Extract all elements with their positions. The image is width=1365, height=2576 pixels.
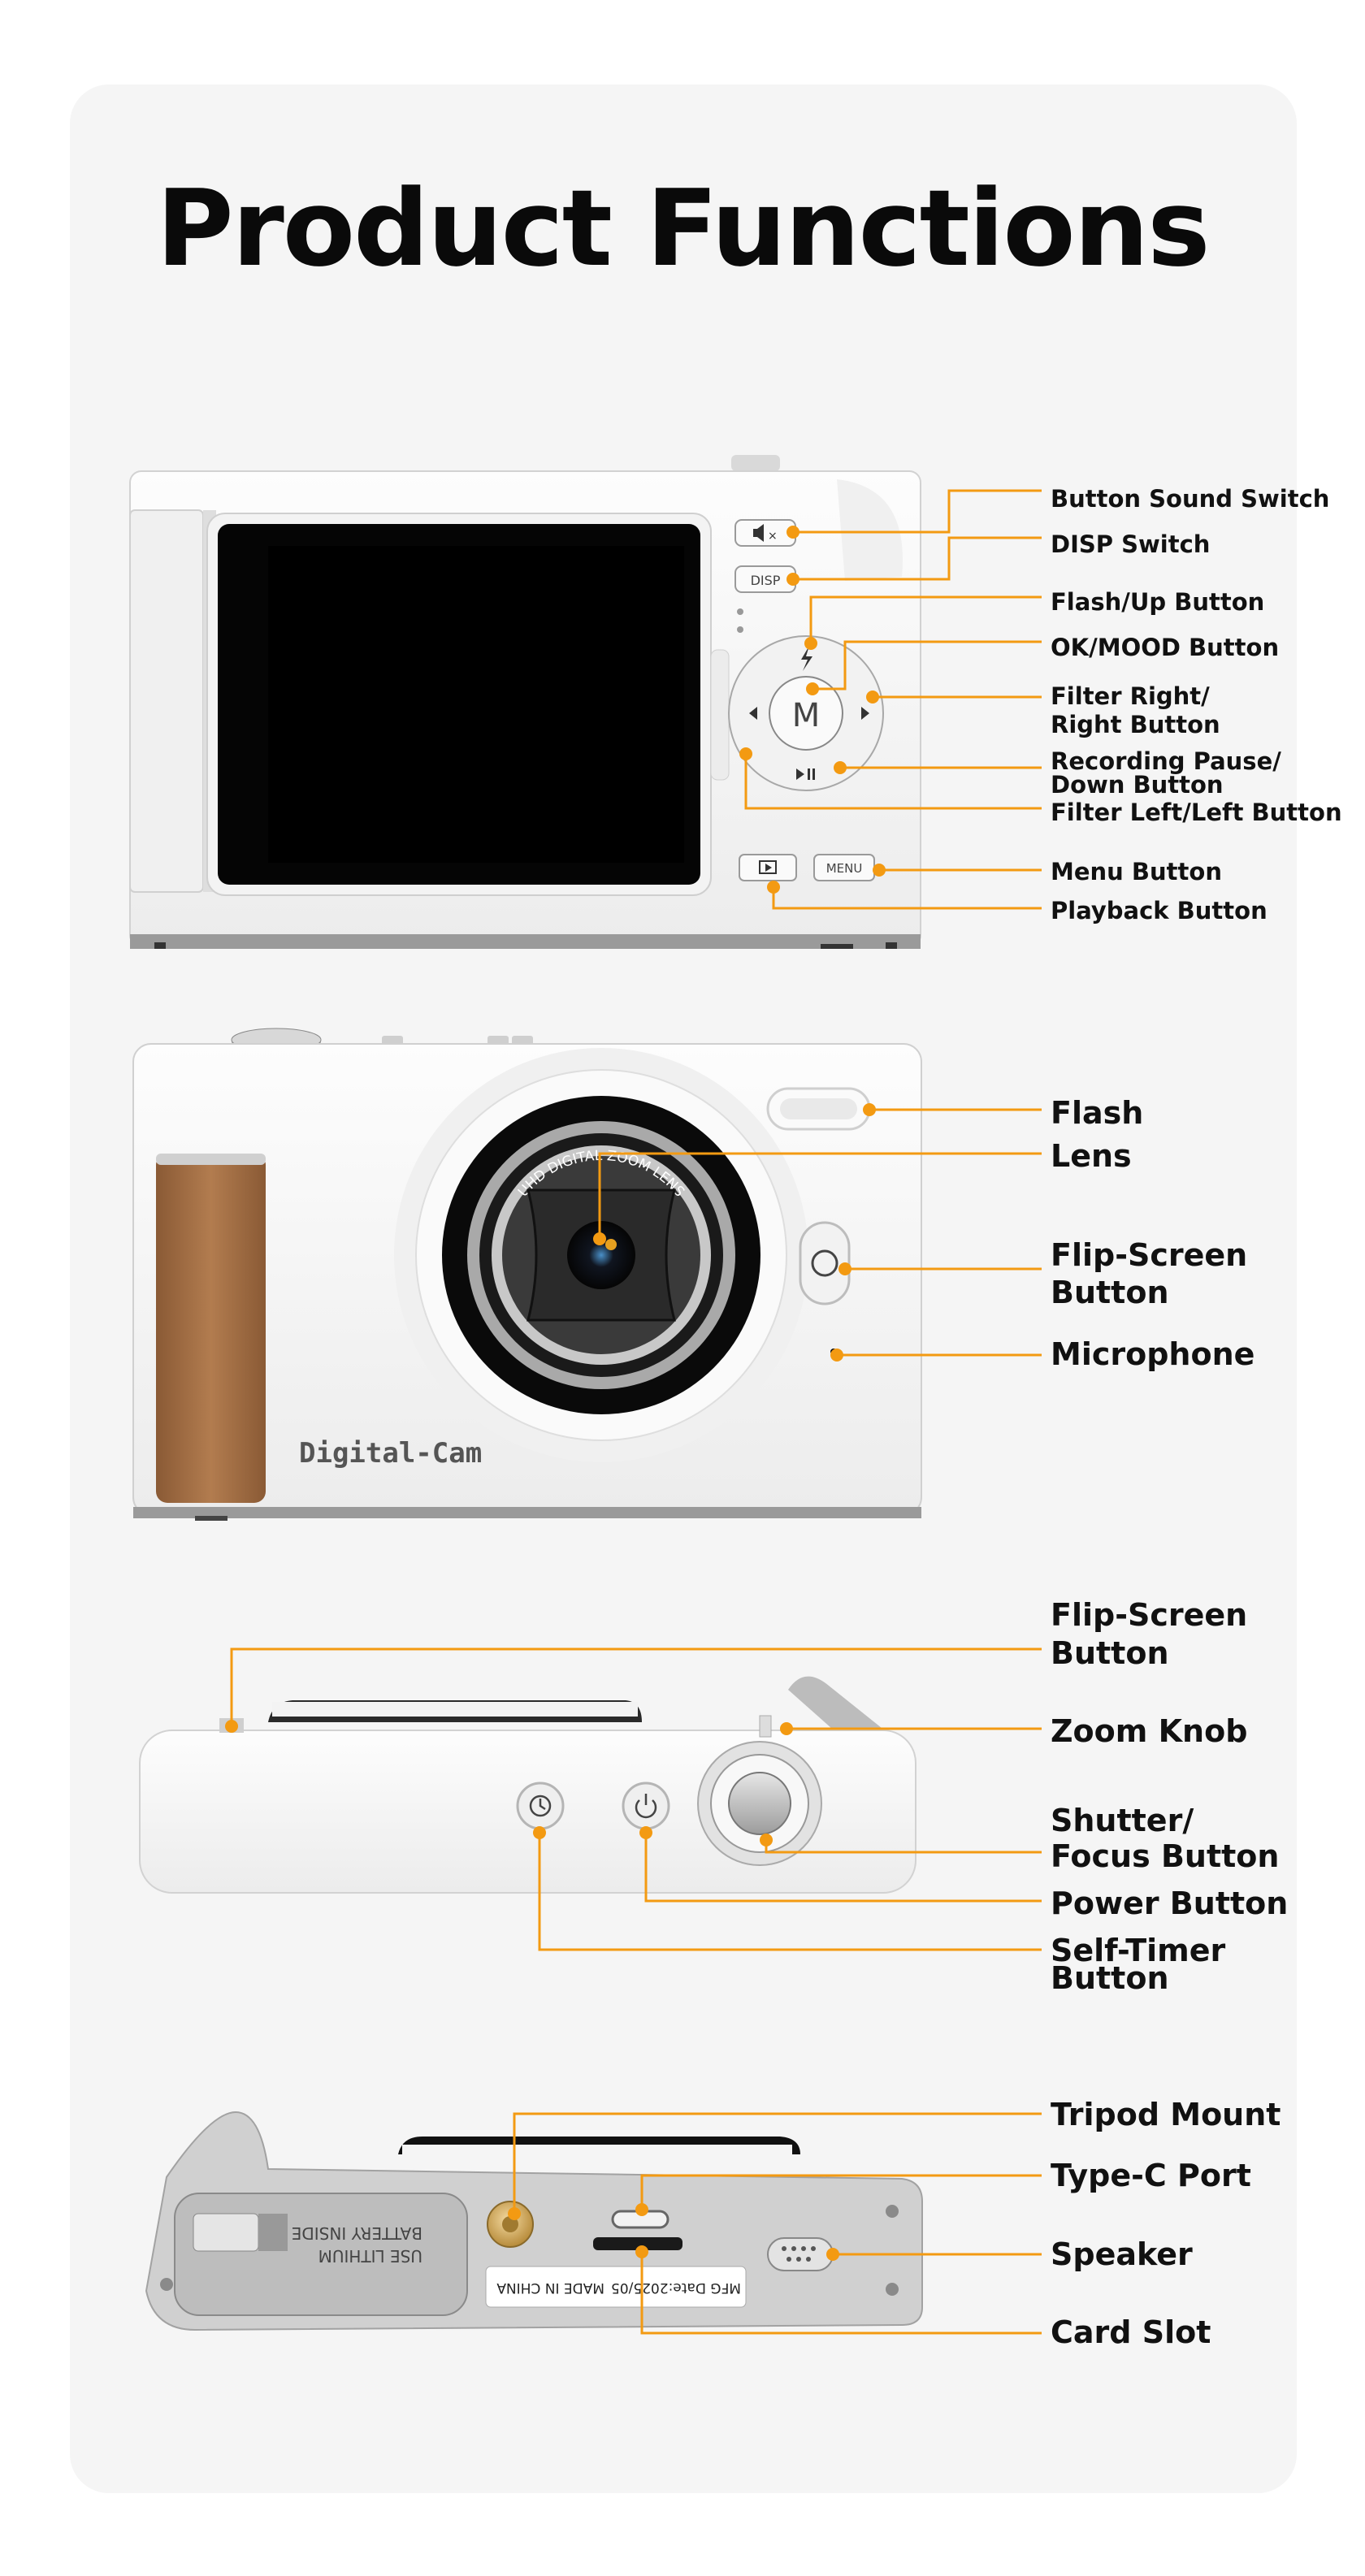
callout-dots (225, 526, 886, 2261)
label-card-slot: Card Slot (1051, 2314, 1211, 2350)
m-button-text: M (792, 697, 821, 734)
speaker-grille-icon (782, 2246, 816, 2262)
menu-button-text: MENU (826, 861, 863, 876)
label-recording-pause-line1: Recording Pause/ (1051, 747, 1281, 775)
label-filter-right-line1: Filter Right/ (1051, 682, 1210, 710)
camera-back-view: × DISP M MENU (129, 455, 921, 949)
svg-text:×: × (768, 530, 778, 543)
right-arrow-icon (861, 707, 869, 720)
self-timer-icon (529, 1795, 552, 1817)
battery-text-1: BATTERY INSIDE (292, 2223, 422, 2243)
page-title: Product Functions (156, 167, 1210, 290)
label-flash: Flash (1051, 1095, 1144, 1131)
label-recording-pause-line2: Down Button (1051, 771, 1224, 799)
label-menu-button: Menu Button (1051, 858, 1222, 885)
label-type-c-port: Type-C Port (1051, 2158, 1251, 2193)
label-speaker: Speaker (1051, 2236, 1193, 2272)
label-shutter-line1: Shutter/ (1051, 1803, 1194, 1838)
disp-button-text: DISP (751, 573, 781, 588)
label-lens: Lens (1051, 1138, 1132, 1174)
label-zoom-knob: Zoom Knob (1051, 1713, 1248, 1749)
label-top-flip-screen-line2: Button (1051, 1635, 1169, 1671)
label-self-timer-line2: Button (1051, 1960, 1169, 1996)
label-disp-switch: DISP Switch (1051, 530, 1211, 558)
label-flip-screen-line2: Button (1051, 1275, 1169, 1310)
label-playback-button: Playback Button (1051, 897, 1268, 924)
camera-top-view (139, 1676, 916, 1894)
label-top-flip-screen-line1: Flip-Screen (1051, 1597, 1248, 1633)
label-filter-left-button: Filter Left/Left Button (1051, 799, 1342, 826)
label-shutter-line2: Focus Button (1051, 1838, 1280, 1874)
sticker-text-2: MADE IN CHINA (496, 2279, 604, 2296)
mute-icon: × (753, 524, 778, 543)
play-pause-icon (796, 768, 815, 780)
label-filter-right-line2: Right Button (1051, 711, 1220, 738)
flip-screen-icon (811, 1249, 838, 1277)
battery-text-2: USE LITHIUM (318, 2246, 422, 2266)
left-arrow-icon (749, 707, 757, 720)
camera-bottom-view: BATTERY INSIDE USE LITHIUM MFG Date:2025… (145, 2111, 923, 2331)
label-tripod-mount: Tripod Mount (1051, 2097, 1281, 2132)
playback-icon (759, 860, 777, 874)
label-microphone: Microphone (1051, 1336, 1255, 1372)
label-flip-screen-line1: Flip-Screen (1051, 1237, 1248, 1273)
label-flash-up-button: Flash/Up Button (1051, 588, 1265, 616)
sticker-text-1: MFG Date:2025/05 (611, 2279, 741, 2296)
callout-lines (230, 489, 1042, 2335)
power-icon (635, 1794, 657, 1819)
flash-icon (801, 646, 812, 671)
label-button-sound-switch: Button Sound Switch (1051, 485, 1330, 513)
camera-front-view: Digital-Cam UHD DIGITAL ZOOM LENS (132, 1028, 922, 1521)
label-ok-mood-button: OK/MOOD Button (1051, 634, 1280, 661)
brand-text: Digital-Cam (299, 1437, 482, 1470)
label-self-timer-line1: Self-Timer (1051, 1933, 1226, 1968)
label-power-button: Power Button (1051, 1885, 1289, 1921)
